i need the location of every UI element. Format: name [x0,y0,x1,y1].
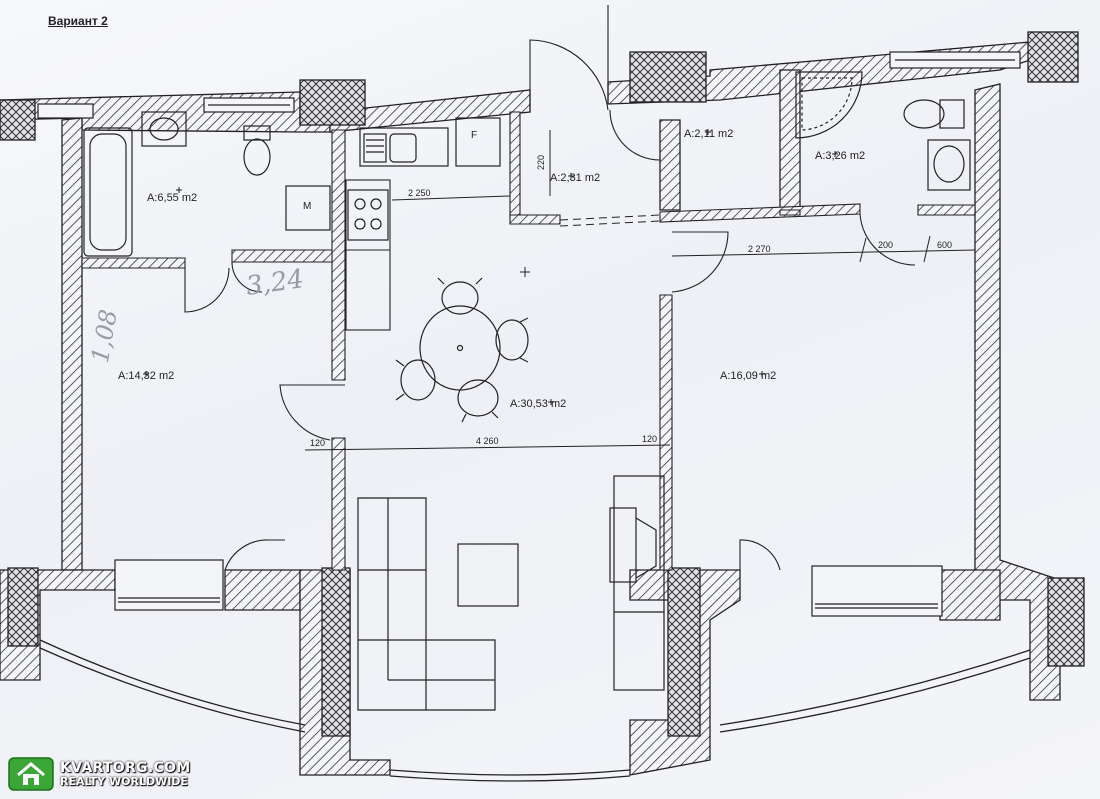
dimension-2250: 2 250 [408,188,431,198]
watermark-site: KVARTORG.COM [60,759,191,776]
windows [37,51,1021,617]
toilet-2-icon [903,99,965,129]
dimension-220: 220 [536,154,546,170]
structural-columns [0,31,1085,737]
dimension-lines [304,130,976,451]
balcony-glazing [39,639,1031,782]
center-marker [520,267,530,277]
room-area-bathroom-1: A:6,55 m2 [147,192,198,204]
shower-tray-icon [795,71,863,139]
dining-table-icon [395,277,529,423]
kitchen-counter [345,179,391,331]
interior-walls [81,111,976,571]
room-area-bathroom-2: A:2,11 m2 [684,128,734,140]
washing-machine-icon [285,185,331,231]
bathtub-icon [83,127,133,257]
kitchen-sink-icon [359,127,449,167]
coffee-table-icon [457,543,519,607]
room-area-bedroom-left: A:14,32 m2 [118,370,175,382]
dimension-4260: 4 260 [476,436,499,446]
watermark-tagline: REALTY WORLDWIDE [60,774,188,788]
fridge-icon [455,117,501,167]
toilet-icon [243,125,271,176]
room-area-bedroom-right: A:16,09 m2 [720,370,777,382]
dimension-200: 200 [878,240,894,250]
site-watermark: KVARTORG.COM REALTY WORLDWIDE [8,756,190,792]
dimension-2270: 2 270 [748,244,771,254]
dimension-600: 600 [937,240,953,250]
washer-label: M [303,201,312,212]
area-markers [143,129,838,405]
tv-cabinet-icon [609,475,665,691]
room-area-corridor: A:2,31 m2 [550,172,601,184]
house-icon [8,757,54,791]
fridge-label: F [471,130,478,141]
room-area-shower-room: A:3,26 m2 [815,150,866,162]
sink-icon [141,111,187,147]
room-area-living-kitchen: A:30,53 m2 [510,398,567,410]
stove-icon [347,189,389,241]
corner-sofa-icon [357,497,496,711]
dimension-120-right: 120 [642,434,658,444]
dimension-120-left: 120 [310,438,326,448]
plan-title: Вариант 2 [48,14,108,28]
door-swings [184,5,916,571]
washbasin-2-icon [927,139,971,191]
